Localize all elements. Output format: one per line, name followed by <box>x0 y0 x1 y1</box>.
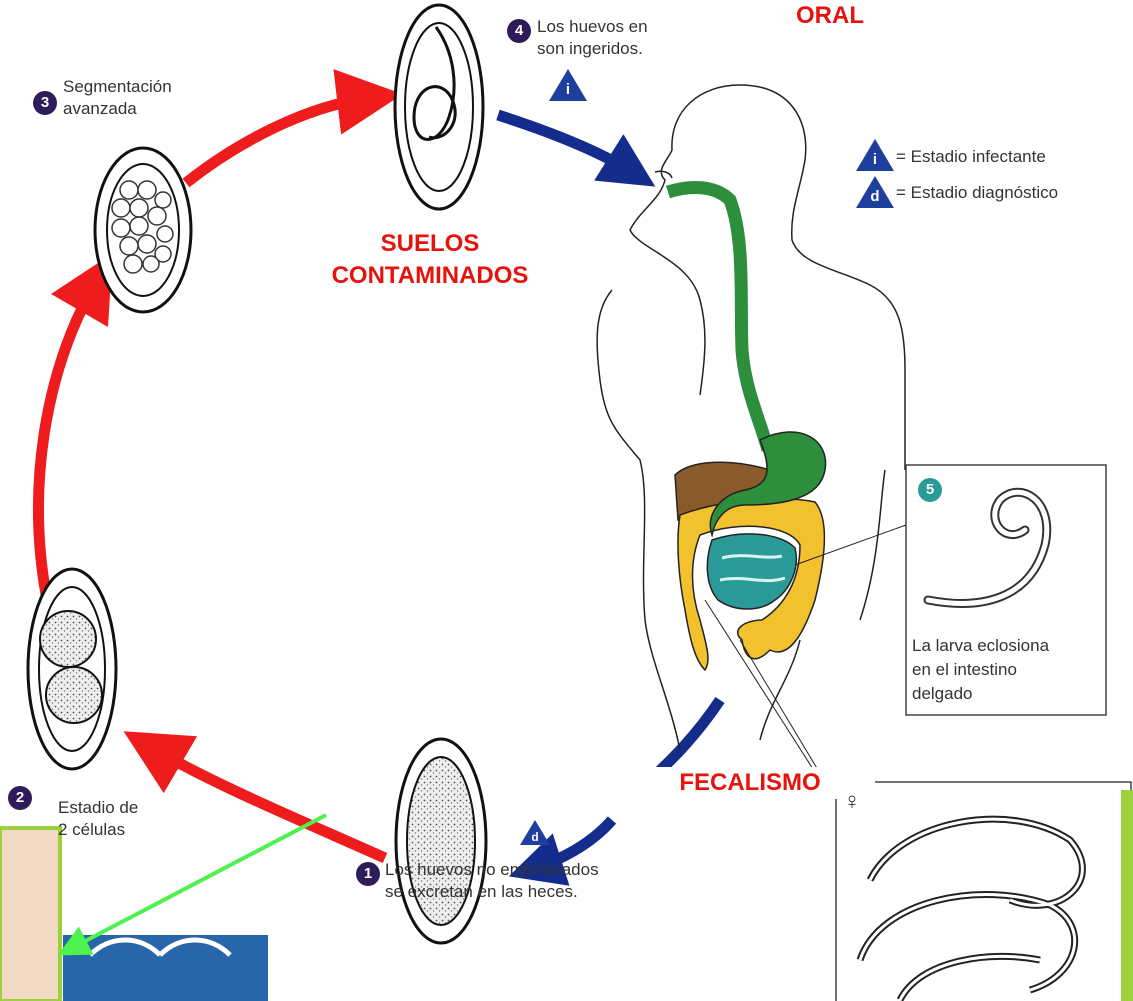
infective-stage-icon: i <box>549 69 587 101</box>
arrow-3-to-4 <box>186 98 370 183</box>
title-suelos-contaminados: SUELOS CONTAMINADOS <box>280 228 580 292</box>
legend-diagnostic-icon: d <box>856 176 894 208</box>
arrow-1-to-2 <box>152 748 385 858</box>
legend-diagnostic-text: = Estadio diagnóstico <box>896 182 1133 204</box>
green-frame-right <box>1121 790 1133 1001</box>
stage-2-number: 2 <box>8 786 32 810</box>
stage-5-label: La larva eclosiona en el intestino delga… <box>912 634 1049 706</box>
title-fecalismo: FECALISMO <box>625 767 875 799</box>
cdc-logo-inset <box>63 935 268 1001</box>
legend-infective-text: = Estadio infectante <box>896 146 1046 168</box>
female-symbol: ♀ <box>843 791 861 813</box>
stage-4-number: 4 <box>507 19 531 43</box>
stage-1-label: Los huevos no embrionados se excretan en… <box>385 859 599 903</box>
stage-5-number: 5 <box>918 478 942 502</box>
stage-1-number: 1 <box>356 862 380 886</box>
esophagus <box>668 187 768 450</box>
egg-3 <box>95 148 191 312</box>
arrow-2-to-3 <box>39 282 96 605</box>
egg-2 <box>28 569 116 769</box>
stage-2-label: Estadio de 2 células <box>58 797 138 841</box>
photo-frame <box>0 828 60 1001</box>
egg-1 <box>396 739 486 943</box>
stage-3-number: 3 <box>33 91 57 115</box>
legend-infective-icon: i <box>856 139 894 171</box>
diagnostic-stage-icon: d <box>520 820 550 845</box>
stage-4-label: Los huevos en son ingeridos. <box>537 16 682 60</box>
arrow-4-to-mouth <box>498 115 632 172</box>
small-intestine <box>707 534 796 609</box>
title-oral: ORAL <box>770 0 890 32</box>
egg-4 <box>395 5 483 209</box>
stage-3-label: Segmentación avanzada <box>63 76 172 120</box>
